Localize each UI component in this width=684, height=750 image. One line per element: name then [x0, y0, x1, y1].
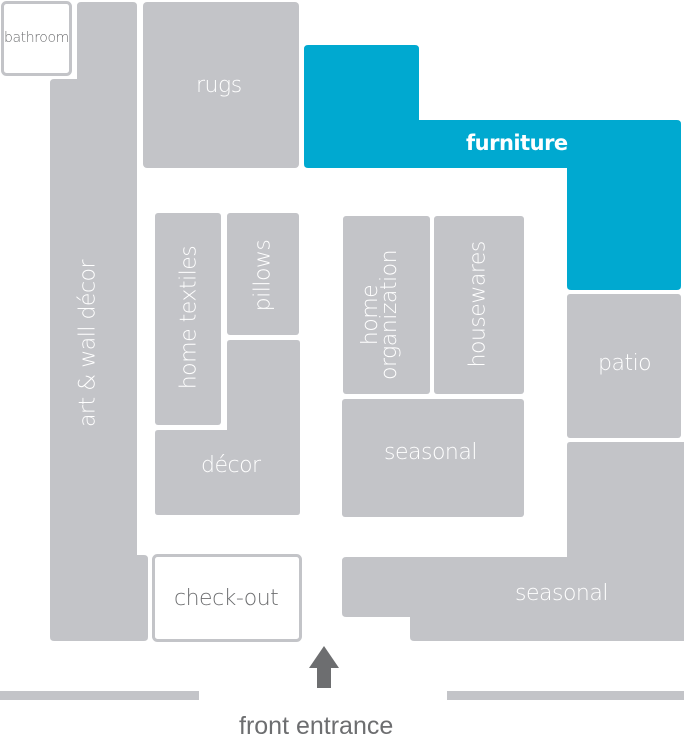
label-art-wall-decor: art & wall décor	[75, 259, 101, 428]
label-rugs: rugs	[196, 73, 242, 98]
zone-housewares[interactable]	[434, 216, 524, 394]
label-checkout: check-out	[174, 586, 279, 611]
front-wall-left	[0, 691, 199, 700]
zone-seasonal-center[interactable]	[342, 399, 524, 517]
label-bathroom: bathroom	[4, 30, 69, 46]
front-wall-right	[447, 691, 684, 700]
label-patio: patio	[598, 351, 652, 376]
label-seasonal-front: seasonal	[515, 581, 608, 606]
label-pillows: pillows	[250, 239, 276, 312]
label-front-entrance: front entrance	[239, 712, 394, 740]
arrow-up-icon	[309, 646, 339, 688]
label-decor: décor	[201, 453, 261, 478]
label-seasonal-center: seasonal	[384, 440, 477, 465]
zone-seasonal-front[interactable]	[342, 442, 684, 641]
label-home-organization-line2: organization	[377, 249, 402, 381]
zone-art-wall-decor[interactable]	[50, 2, 148, 641]
zone-patio[interactable]	[567, 294, 681, 438]
zone-home-textiles[interactable]	[155, 213, 221, 425]
zone-decor[interactable]	[155, 340, 300, 515]
zone-rugs[interactable]	[143, 2, 299, 168]
zone-bathroom[interactable]	[1, 1, 72, 76]
label-home-organization: home organization	[358, 245, 411, 385]
zone-furniture[interactable]	[304, 45, 681, 290]
zone-pillows[interactable]	[227, 213, 299, 335]
zone-home-organization[interactable]	[343, 216, 430, 394]
label-housewares: housewares	[465, 241, 491, 368]
zone-checkout[interactable]	[152, 554, 302, 642]
label-home-textiles: home textiles	[176, 245, 202, 390]
label-furniture: furniture	[466, 131, 568, 155]
